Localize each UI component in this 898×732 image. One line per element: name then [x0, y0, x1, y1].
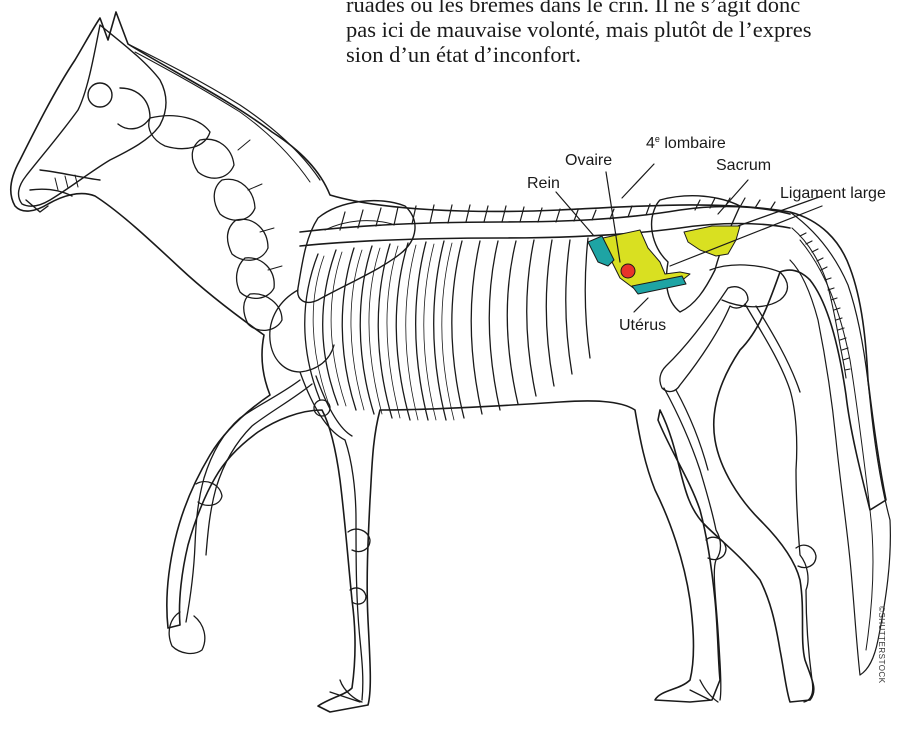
front-leg-raised [169, 380, 312, 653]
hind-leg-far [745, 304, 816, 702]
photo-credit: ©SHUTTERSTOCK [877, 606, 886, 684]
label-rein: Rein [527, 175, 560, 193]
ischium [710, 265, 788, 307]
ribs [305, 238, 590, 420]
ovaire-region [621, 264, 635, 278]
scapula [298, 201, 415, 303]
mane-inner [135, 52, 310, 182]
horse-outline [11, 12, 886, 712]
label-4e-lombaire: 4e lombaire [646, 130, 726, 153]
label-lombaire-word: lombaire [664, 135, 725, 152]
label-ligament-large: Ligament large [780, 185, 886, 203]
ligament-large-upper-region [684, 226, 740, 256]
label-sacrum: Sacrum [716, 157, 771, 175]
label-ovaire: Ovaire [565, 152, 612, 170]
mane [128, 44, 320, 180]
label-lombaire-number: 4 [646, 135, 655, 152]
hind-leg-near [660, 287, 748, 702]
label-lombaire-superscript: e [655, 134, 660, 144]
tail [790, 212, 890, 675]
label-uterus: Utérus [619, 317, 666, 335]
